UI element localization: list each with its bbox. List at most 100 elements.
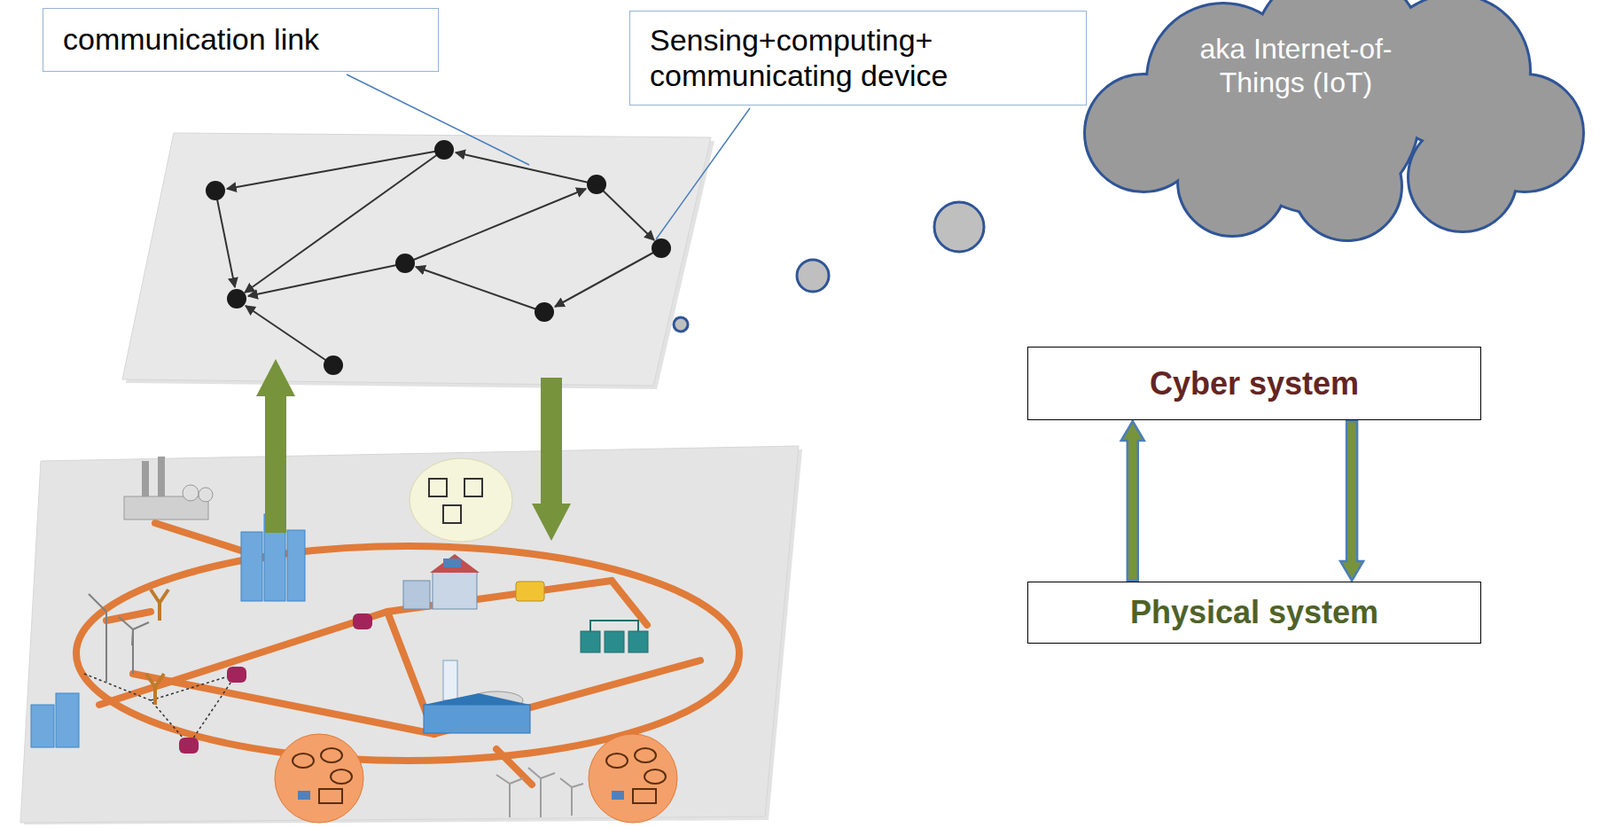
storage-wire: [590, 620, 639, 632]
panel-icon: [611, 790, 625, 800]
turbine: [560, 778, 584, 816]
solar-panel: [443, 558, 461, 568]
turbine-blades: [88, 593, 107, 612]
network-link: [248, 263, 406, 297]
device-dot: [651, 238, 672, 258]
network-link: [415, 266, 545, 313]
device-dot: [226, 288, 247, 309]
charger-icon: [464, 478, 483, 497]
turbine-blades: [118, 616, 149, 646]
dotted-link: [150, 673, 237, 701]
car-icon: [634, 748, 656, 763]
car-icon: [606, 753, 628, 768]
battery: [580, 631, 601, 653]
network-link: [226, 149, 445, 189]
bubble: [409, 458, 513, 542]
charger-icon: [443, 505, 461, 523]
building: [287, 530, 305, 601]
network-link: [596, 184, 655, 241]
system-box: Cyber system: [1027, 346, 1482, 421]
roof: [429, 554, 480, 573]
chimney: [141, 460, 149, 501]
dotted-links: [84, 673, 237, 745]
network-link: [244, 149, 445, 293]
storage: [580, 620, 648, 653]
network-link: [405, 188, 586, 264]
uplink-arrow: [256, 359, 296, 533]
car-icon: [292, 753, 314, 768]
cloud-fill: [1409, 124, 1516, 231]
node-label: aka Internet-of-Things (IoT): [1162, 31, 1429, 101]
network-link: [215, 190, 235, 288]
ev-bubble: [274, 733, 364, 823]
meter-box: [515, 581, 545, 601]
thought-bubble: [796, 259, 829, 292]
building: [241, 531, 263, 601]
battery: [604, 631, 625, 653]
wind-turbines: [496, 767, 584, 818]
charger-icon: [429, 478, 447, 497]
factory: [423, 660, 531, 734]
plant-dome: [182, 484, 199, 501]
device-dot: [534, 302, 555, 322]
physical-plane: [20, 445, 799, 823]
thought-bubble: [673, 317, 688, 332]
factory-icon: [632, 788, 656, 804]
node-label: communication link: [62, 22, 320, 57]
substation: [226, 666, 247, 683]
substation: [179, 737, 199, 754]
device-dot: [323, 355, 344, 375]
pylon: [146, 673, 164, 705]
plant-building: [124, 496, 209, 520]
device-dot: [205, 180, 226, 201]
device-dot: [434, 140, 454, 160]
thought-cloud: aka Internet-of-Things (IoT): [1045, 0, 1596, 240]
flow-arrow: [1340, 421, 1364, 581]
grid-ring: [76, 546, 740, 761]
downlink-arrow: [531, 377, 571, 541]
dotted-link: [84, 673, 151, 701]
pylons: [146, 589, 169, 705]
network-link: [455, 152, 597, 185]
cloud-outline: [1409, 124, 1516, 231]
turbine: [496, 774, 523, 818]
plant-dome: [198, 487, 213, 502]
leader-line: [346, 74, 530, 165]
factory-icon: [319, 788, 343, 804]
grid-line: [106, 611, 151, 621]
network-link: [245, 305, 334, 366]
house: [403, 580, 430, 609]
device-dot: [586, 174, 607, 195]
grid-line: [99, 580, 612, 705]
callout-box: Sensing+computing+ communicating device: [629, 10, 1087, 106]
car-icon: [644, 769, 666, 784]
node-label: Sensing+computing+ communicating device: [649, 23, 1067, 93]
dotted-link: [188, 673, 237, 745]
network-link: [554, 248, 662, 307]
tower: [443, 660, 458, 701]
network-plane: [122, 132, 711, 386]
leader-line: [655, 108, 750, 240]
factory-roof: [423, 693, 531, 705]
car-icon: [320, 748, 343, 763]
house: [432, 571, 477, 609]
ev-bubble: [588, 733, 678, 823]
node-label: Physical system: [1130, 593, 1379, 632]
pylon: [150, 589, 169, 621]
network-devices: [205, 140, 672, 375]
substations: [179, 613, 373, 754]
ev-fleet: [274, 733, 678, 823]
callout-box: communication link: [42, 7, 439, 72]
buildings: [31, 693, 79, 748]
houses: [403, 554, 480, 609]
grid-line: [132, 673, 435, 734]
power-plant: [124, 456, 213, 520]
network-links: [215, 149, 662, 366]
car-icon: [330, 769, 352, 784]
battery: [628, 631, 648, 653]
chimney: [157, 456, 165, 501]
flow-arrow: [1121, 421, 1145, 581]
building: [31, 704, 55, 748]
